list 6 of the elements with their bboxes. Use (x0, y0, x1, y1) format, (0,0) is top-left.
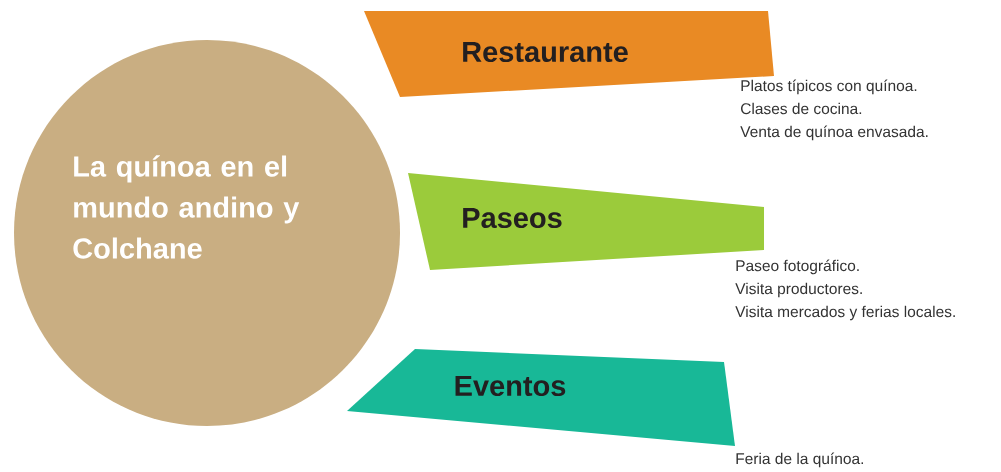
description-text: Feria de la quínoa. (736, 452, 863, 468)
description-text: Venta de quínoa envasada. (740, 125, 928, 141)
description-text: Clases de cocina. (741, 102, 862, 115)
description-text: Visita mercados y ferias locales. (735, 305, 955, 321)
description-text: Visita productores. (735, 282, 862, 298)
category-band: Eventos (347, 349, 735, 446)
